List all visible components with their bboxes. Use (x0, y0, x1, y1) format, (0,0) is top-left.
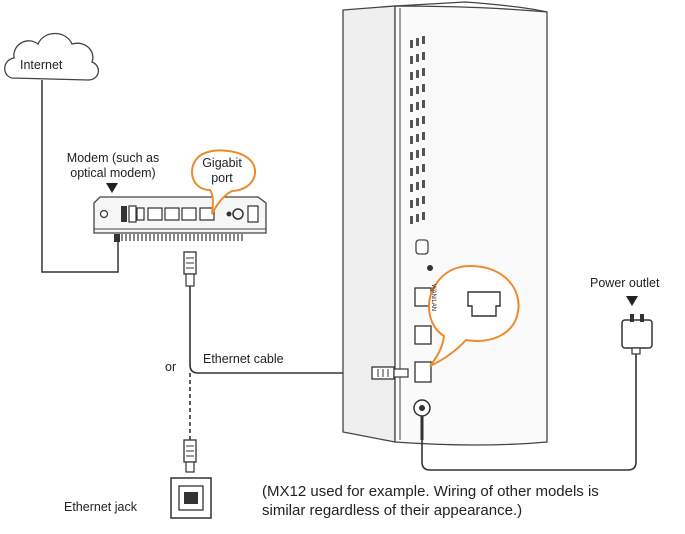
gigabit-label-line2: port (211, 171, 233, 185)
gigabit-label-line1: Gigabit (202, 156, 242, 170)
ethernet-cable-line (189, 286, 372, 374)
power-outlet-pointer-icon (626, 296, 638, 306)
ethernet-jack-label: Ethernet jack (64, 500, 137, 514)
caption: (MX12 used for example. Wiring of other … (262, 482, 599, 520)
ethernet-plug-router (371, 366, 409, 380)
modem-label-line1: Modem (such as (66, 151, 160, 165)
power-cable-line (421, 348, 637, 471)
or-label: or (165, 360, 177, 374)
caption-line1: (MX12 used for example. Wiring of other … (262, 483, 599, 500)
router-device (342, 1, 548, 446)
modem-label: Modem (such as optical modem) (50, 151, 176, 181)
ethernet-plug-jack (183, 439, 197, 473)
gigabit-port-label: Gigabit port (192, 156, 252, 186)
caption-line2: similar regardless of their appearance.) (262, 502, 523, 519)
power-outlet-label: Power outlet (590, 276, 660, 290)
magnified-ethernet-port-icon (467, 291, 501, 317)
gigabit-callout-bubble (191, 149, 257, 215)
modem-label-line2: optical modem) (70, 166, 156, 180)
modem-device (93, 196, 267, 242)
internet-line (41, 80, 119, 273)
wan-lan-port-label: WAN/LAN (430, 284, 436, 312)
ethernet-cable-label: Ethernet cable (203, 352, 284, 366)
power-adapter-icon (621, 314, 653, 355)
internet-cloud-icon (4, 32, 99, 81)
ethernet-jack-icon (170, 477, 212, 519)
internet-label: Internet (20, 58, 63, 72)
ethernet-plug-modem (183, 251, 197, 287)
modem-pointer-icon (106, 183, 118, 193)
